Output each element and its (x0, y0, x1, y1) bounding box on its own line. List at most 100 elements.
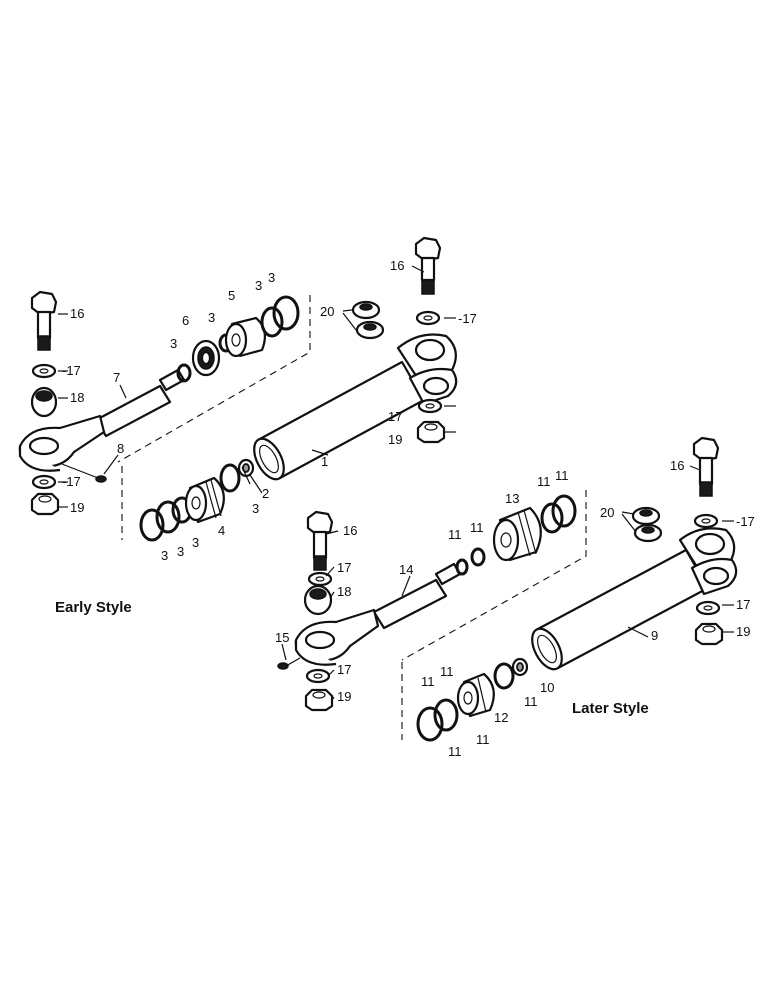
later-bolt (306, 510, 334, 571)
callout-11-later-b: 11 (470, 520, 484, 535)
callout-9: 9 (651, 628, 658, 643)
later-seal-ring-a (455, 558, 469, 576)
early-piston-4 (184, 476, 225, 524)
later-seal-ring-d (551, 494, 577, 528)
later-seal-ring-g (493, 662, 515, 690)
callout-19-later-clevis: 19 (736, 624, 750, 639)
later-washer-bottom (305, 668, 331, 684)
callout-4: 4 (218, 523, 225, 538)
later-guide-line-top (401, 490, 587, 661)
early-seal-ring-f (155, 500, 181, 534)
leader-lines (58, 265, 734, 701)
early-style-assembly (18, 236, 458, 542)
callout-16-early: 16 (70, 306, 84, 321)
callout-3-early-g: 3 (177, 544, 184, 559)
later-piston-12 (456, 672, 495, 718)
callout-15: 15 (275, 630, 289, 645)
later-gland-13 (492, 506, 542, 562)
early-bolt (30, 290, 58, 351)
callout-12: 12 (494, 710, 508, 725)
early-piston-rod (94, 368, 186, 438)
early-bushing (30, 386, 58, 418)
callout-20-early: 20 (320, 304, 334, 319)
callout-17-early-clevis-top: -17 (458, 311, 477, 326)
early-nut (30, 492, 60, 516)
callout-3-early-f: 3 (161, 548, 168, 563)
callout-11-later-c: 11 (537, 474, 551, 489)
callout-18-early: 18 (70, 390, 84, 405)
later-rod-eye (294, 608, 380, 666)
early-clevis-washer-bottom (417, 398, 443, 414)
callout-11-later-g: 11 (421, 674, 435, 689)
callout-3-early-e: 3 (252, 501, 259, 516)
callout-19-early: 19 (70, 500, 84, 515)
callout-14: 14 (399, 562, 413, 577)
callout-17-early-bottom: -17 (62, 474, 81, 489)
early-seal-ring-e (139, 508, 165, 542)
early-clevis-nut (416, 420, 446, 444)
later-piston-rod (372, 562, 462, 630)
callout-11-later-f: 11 (440, 664, 454, 679)
callout-18-later: 18 (337, 584, 351, 599)
later-grease-fitting (277, 662, 289, 670)
early-clevis-bolt (414, 236, 442, 295)
callout-11-later-a: 11 (448, 527, 462, 542)
early-seal-ring-h (219, 463, 241, 493)
later-cylinder-barrel (531, 527, 738, 671)
callout-16-later-clevis: 16 (670, 458, 684, 473)
callout-3-early-h: 3 (192, 535, 199, 550)
callout-3-early-c: 3 (255, 278, 262, 293)
callout-numbers: 16 -17 18 -17 19 7 8 3 6 3 5 3 3 1 2 3 4… (62, 258, 755, 759)
later-seal-ring-e (416, 706, 444, 742)
callout-17-later-bottom: 17 (337, 662, 351, 677)
callout-13: 13 (505, 491, 519, 506)
callout-3-early-a: 3 (170, 336, 177, 351)
early-gland-6 (191, 339, 221, 377)
callout-17-early-top: -17 (62, 363, 81, 378)
early-seal-ring-a (176, 363, 192, 383)
early-guide-line-top (117, 295, 311, 463)
callout-7: 7 (113, 370, 120, 385)
callout-2: 2 (262, 486, 269, 501)
callout-20-later: 20 (600, 505, 614, 520)
callout-16-later: 16 (343, 523, 357, 538)
early-piston-5 (224, 316, 267, 358)
early-cylinder-barrel (253, 333, 458, 481)
callout-11-later-h: 11 (476, 732, 490, 747)
callout-6: 6 (182, 313, 189, 328)
callout-1: 1 (321, 454, 328, 469)
callout-3-early-d: 3 (268, 270, 275, 285)
early-washer-top (31, 363, 57, 379)
callout-11-later-d: 11 (555, 468, 569, 483)
early-nut-2 (237, 458, 255, 478)
later-style-assembly (277, 436, 738, 742)
later-bushing (303, 584, 333, 616)
later-washer-top (307, 571, 333, 587)
early-seal-ring-c (260, 306, 284, 338)
callout-10: 10 (540, 680, 554, 695)
callout-11-later-i: 11 (448, 744, 462, 759)
callout-17-early-clevis-bottom: 17 (388, 409, 402, 424)
callout-3-early-b: 3 (208, 310, 215, 325)
callout-8: 8 (117, 441, 124, 456)
callout-17-later-clevis-top: -17 (736, 514, 755, 529)
callout-16-early-clevis: 16 (390, 258, 404, 273)
early-style-label: Early Style (55, 599, 132, 616)
later-nut (304, 688, 334, 712)
later-style-label: Later Style (572, 700, 649, 717)
early-seal-ring-d (272, 295, 300, 331)
early-washer-bottom (31, 474, 57, 490)
later-clevis-bolt (692, 436, 720, 497)
callout-5: 5 (228, 288, 235, 303)
callout-17-later-clevis-bottom: 17 (736, 597, 750, 612)
early-grease-fitting (95, 475, 107, 483)
later-clevis-washer-bottom (695, 600, 721, 616)
early-rod-eye (18, 414, 106, 472)
later-seal-ring-b (470, 547, 486, 567)
early-clevis-washer-top (415, 310, 441, 326)
callout-19-later: 19 (337, 689, 351, 704)
callout-19-early-clevis: 19 (388, 432, 402, 447)
later-clevis-nut (694, 622, 724, 646)
later-seal-ring-c (540, 502, 564, 534)
later-seal-ring-f (433, 698, 459, 732)
